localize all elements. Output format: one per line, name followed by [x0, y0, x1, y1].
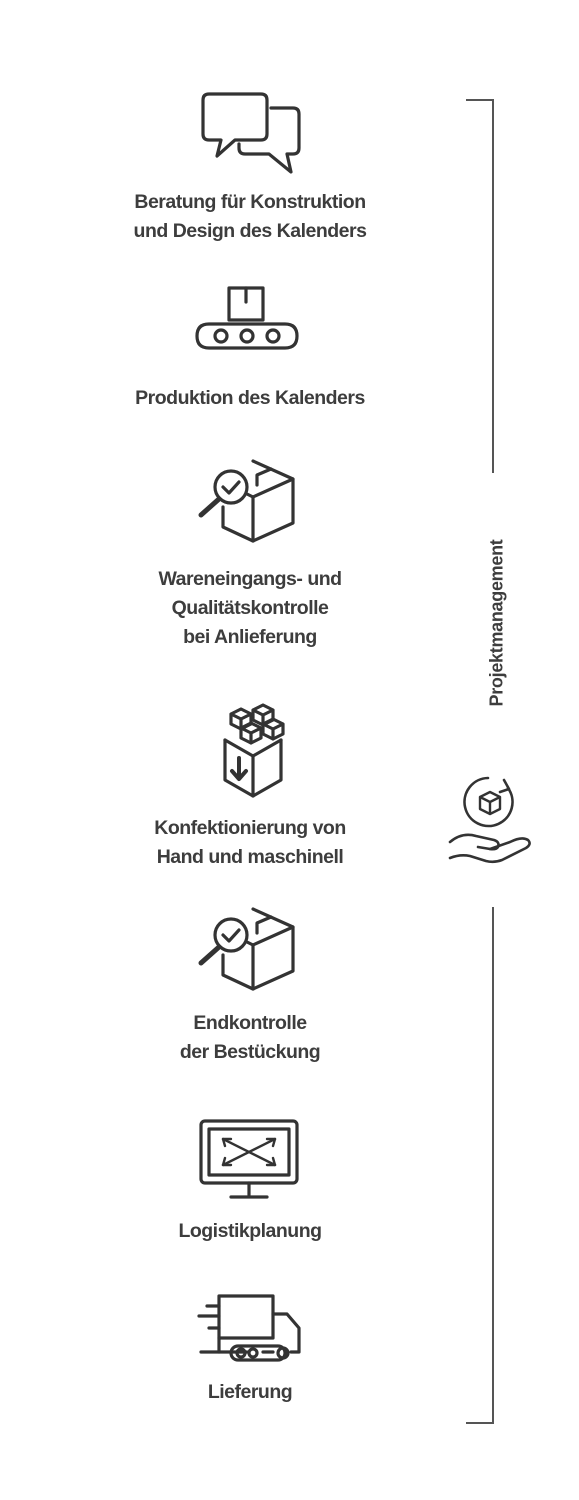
box-inspection-icon [198, 907, 295, 991]
step-label: Logistikplanung [178, 1220, 322, 1242]
step-assembly: Konfektionierung von Hand und maschinell [60, 700, 440, 872]
step-label: Wareneingangs- und Qualitätskontrolle be… [158, 568, 342, 648]
step-label: Beratung für Konstruktion und Design des… [133, 191, 367, 242]
hand-rotating-box-icon [448, 776, 531, 864]
step-production: Produktion des Kalenders [60, 282, 440, 413]
box-packing-icon [223, 703, 285, 798]
monitor-logistics-icon [199, 1119, 299, 1199]
bracket-bottom-cap [466, 1422, 494, 1424]
box-inspection-icon [198, 459, 295, 543]
project-management-label: Projektmanagement [486, 539, 507, 707]
step-label: Konfektionierung von Hand und maschinell [154, 817, 346, 868]
step-label: Produktion des Kalenders [135, 387, 365, 409]
step-label: Endkontrolle der Bestückung [179, 1012, 321, 1063]
delivery-truck-icon [197, 1294, 301, 1362]
step-consultation: Beratung für Konstruktion und Design des… [60, 90, 440, 246]
step-logistics-planning: Logistikplanung [60, 1117, 440, 1246]
step-delivery: Lieferung [60, 1290, 440, 1407]
bracket-upper-line [492, 99, 494, 473]
step-label: Lieferung [207, 1381, 293, 1403]
project-management-icon [446, 770, 536, 875]
step-incoming-inspection: Wareneingangs- und Qualitätskontrolle be… [60, 457, 440, 652]
speech-bubbles-icon [201, 92, 301, 174]
conveyor-belt-icon [195, 286, 299, 350]
bracket-lower-line [492, 907, 494, 1424]
step-final-inspection: Endkontrolle der Bestückung [60, 905, 440, 1067]
bracket-top-cap [466, 99, 494, 101]
